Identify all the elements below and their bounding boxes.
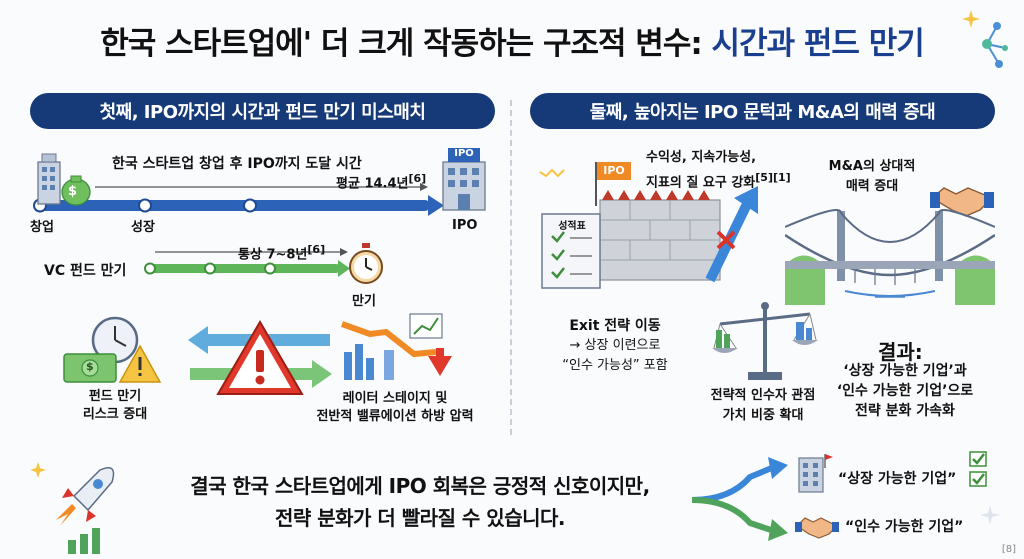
mismatch-warning-icon — [188, 320, 332, 395]
sparkle-icon — [980, 505, 1000, 525]
ipo-building-icon — [442, 148, 486, 211]
page-title: 한국 스타트업에' 더 크게 작동하는 구조적 변수: 시간과 펀드 만기 — [0, 18, 1024, 63]
fund-risk-icon — [63, 316, 162, 383]
branch-acquirable-company: “인수 가능한 기업” — [845, 519, 964, 535]
ipo-sign: IPO — [454, 148, 474, 159]
vc-fund-term: 통상 7~8년[6] — [238, 243, 326, 263]
risk-label: 펀드 만기 리스크 증대 — [82, 389, 148, 422]
ma-attractiveness-text: M&A의 상대적 매력 증대 — [828, 159, 916, 194]
conclusion-text: 결국 한국 스타트업에게 IPO 회복은 긍정적 신호이지만, 전략 분화가 더… — [190, 474, 650, 530]
balance-scale-icon — [712, 302, 818, 380]
strategic-acquirer-text: 전략적 인수자 관점 가치 비중 확대 — [710, 388, 816, 423]
result-title: 결과: — [878, 340, 923, 364]
requirement-text: 수익성, 지속가능성, 지표의 질 요구 강화[5][1] — [646, 150, 791, 191]
molecule-icon — [962, 10, 1008, 68]
timeline-title: 한국 스타트업 창업 후 IPO까지 도달 시간 — [112, 156, 362, 172]
right-section-header: 둘째, 높아지는 IPO 문턱과 M&A의 매력 증대 — [530, 93, 995, 129]
rocket-icon — [30, 462, 115, 554]
branching-arrows-icon — [691, 457, 788, 541]
vc-fund-label: VC 펀드 만기 — [44, 263, 127, 279]
title-highlight: 시간과 펀드 만기 — [711, 26, 925, 62]
startup-building-icon — [37, 153, 91, 206]
stage-ipo: IPO — [452, 218, 478, 233]
stage-founding: 창업 — [30, 220, 54, 235]
left-section-header: 첫째, IPO까지의 시간과 펀드 만기 미스매치 — [30, 93, 495, 129]
average-duration: 평균 14.4년[6] — [336, 172, 427, 192]
listed-company-building-icon — [798, 454, 833, 493]
ipo-flag-label: IPO — [603, 164, 625, 177]
section-divider — [510, 100, 512, 435]
acquisition-handshake-icon — [795, 517, 839, 539]
bridge-icon — [785, 209, 995, 305]
ipo-barrier-graphic — [539, 162, 758, 289]
result-text: ‘상장 가능한 기업’과 ‘인수 가능한 기업’으로 전략 분화 가속화 — [836, 363, 974, 419]
pressure-label: 레이터 스테이지 및 전반적 밸류에이션 하방 압력 — [316, 391, 474, 424]
money-bag-symbol: $ — [68, 184, 78, 199]
branch-listed-company: “상장 가능한 기업” — [838, 471, 957, 487]
money-symbol: $ — [86, 360, 94, 373]
source-reference: [8] — [1001, 544, 1016, 555]
checkbox-checked-icon — [969, 451, 987, 487]
scorecard-label: 성적표 — [558, 221, 586, 232]
exit-strategy-text: Exit 전략 이동 → 상장 이련으로 “인수 가능성” 포함 — [562, 318, 668, 373]
title-main: 한국 스타트업에' 더 크게 작동하는 구조적 변수: — [100, 26, 712, 62]
stage-growth: 성장 — [131, 220, 155, 235]
valuation-decline-chart-icon — [340, 313, 452, 380]
timeline-graphics — [33, 183, 444, 277]
stopwatch-icon — [349, 243, 383, 284]
maturity-label: 만기 — [352, 294, 376, 309]
